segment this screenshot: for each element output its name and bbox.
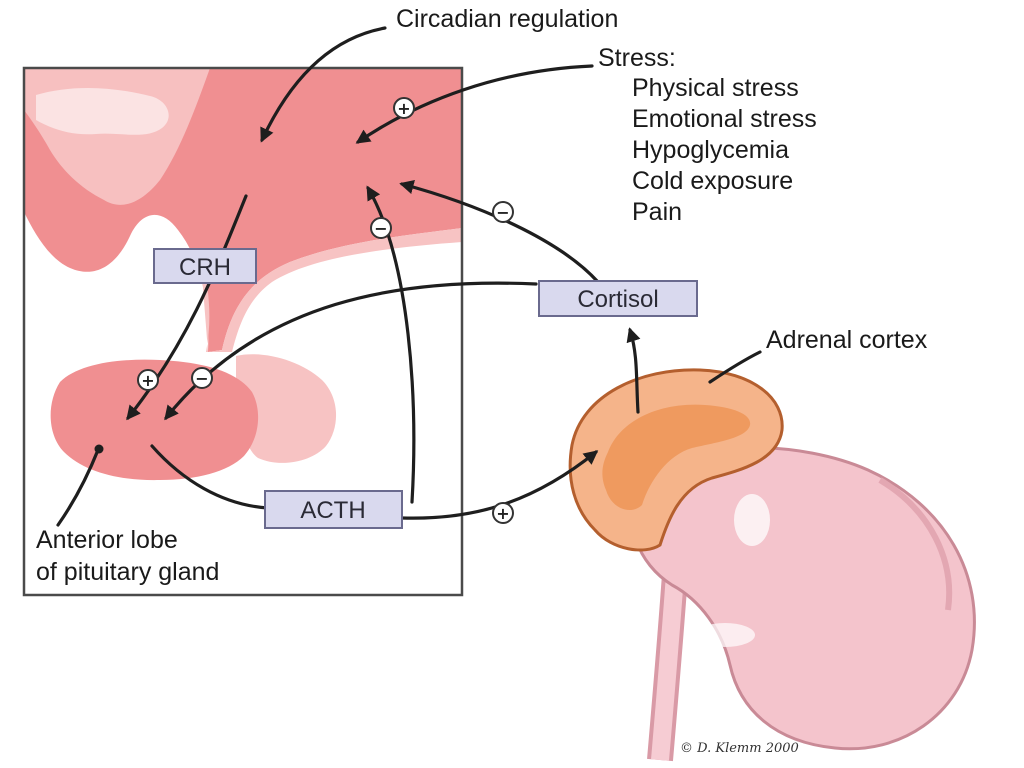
copyright-credit: © D. Klemm 2000: [680, 741, 799, 756]
sign-minus-acth-feedback: −: [370, 217, 392, 239]
cortisol-label: Cortisol: [577, 286, 658, 313]
plus-sign-label: +: [141, 371, 154, 390]
sign-plus-stress: +: [393, 97, 415, 119]
sign-minus-cortisol-pituitary: −: [191, 367, 213, 389]
sign-plus-crh: +: [137, 369, 159, 391]
circadian-regulation-label: Circadian regulation: [396, 5, 618, 33]
minus-sign-label: −: [195, 369, 208, 388]
acth-label: ACTH: [300, 497, 365, 524]
stress-item-pain: Pain: [632, 198, 682, 226]
stress-item-physical: Physical stress: [632, 74, 799, 102]
adrenal-cortex-label: Adrenal cortex: [766, 326, 928, 354]
kidney: [631, 446, 976, 762]
plus-sign-label: +: [496, 504, 509, 523]
stress-title: Stress:: [598, 44, 676, 72]
stress-item-emotional: Emotional stress: [632, 105, 817, 133]
adrenal-gland: [568, 368, 784, 552]
anterior-lobe-label-line1: Anterior lobe: [36, 526, 178, 554]
plus-sign-label: +: [397, 99, 410, 118]
anterior-lobe-label-line2: of pituitary gland: [36, 558, 219, 586]
cortisol-box: Cortisol: [538, 280, 698, 317]
crh-label: CRH: [179, 254, 231, 281]
sign-plus-acth: +: [492, 502, 514, 524]
sign-minus-cortisol-hypothalamus: −: [492, 201, 514, 223]
stress-item-cold: Cold exposure: [632, 167, 793, 195]
acth-box: ACTH: [264, 490, 403, 529]
stress-item-hypoglycemia: Hypoglycemia: [632, 136, 789, 164]
crh-box: CRH: [153, 248, 257, 284]
minus-sign-label: −: [496, 203, 509, 222]
minus-sign-label: −: [374, 219, 387, 238]
